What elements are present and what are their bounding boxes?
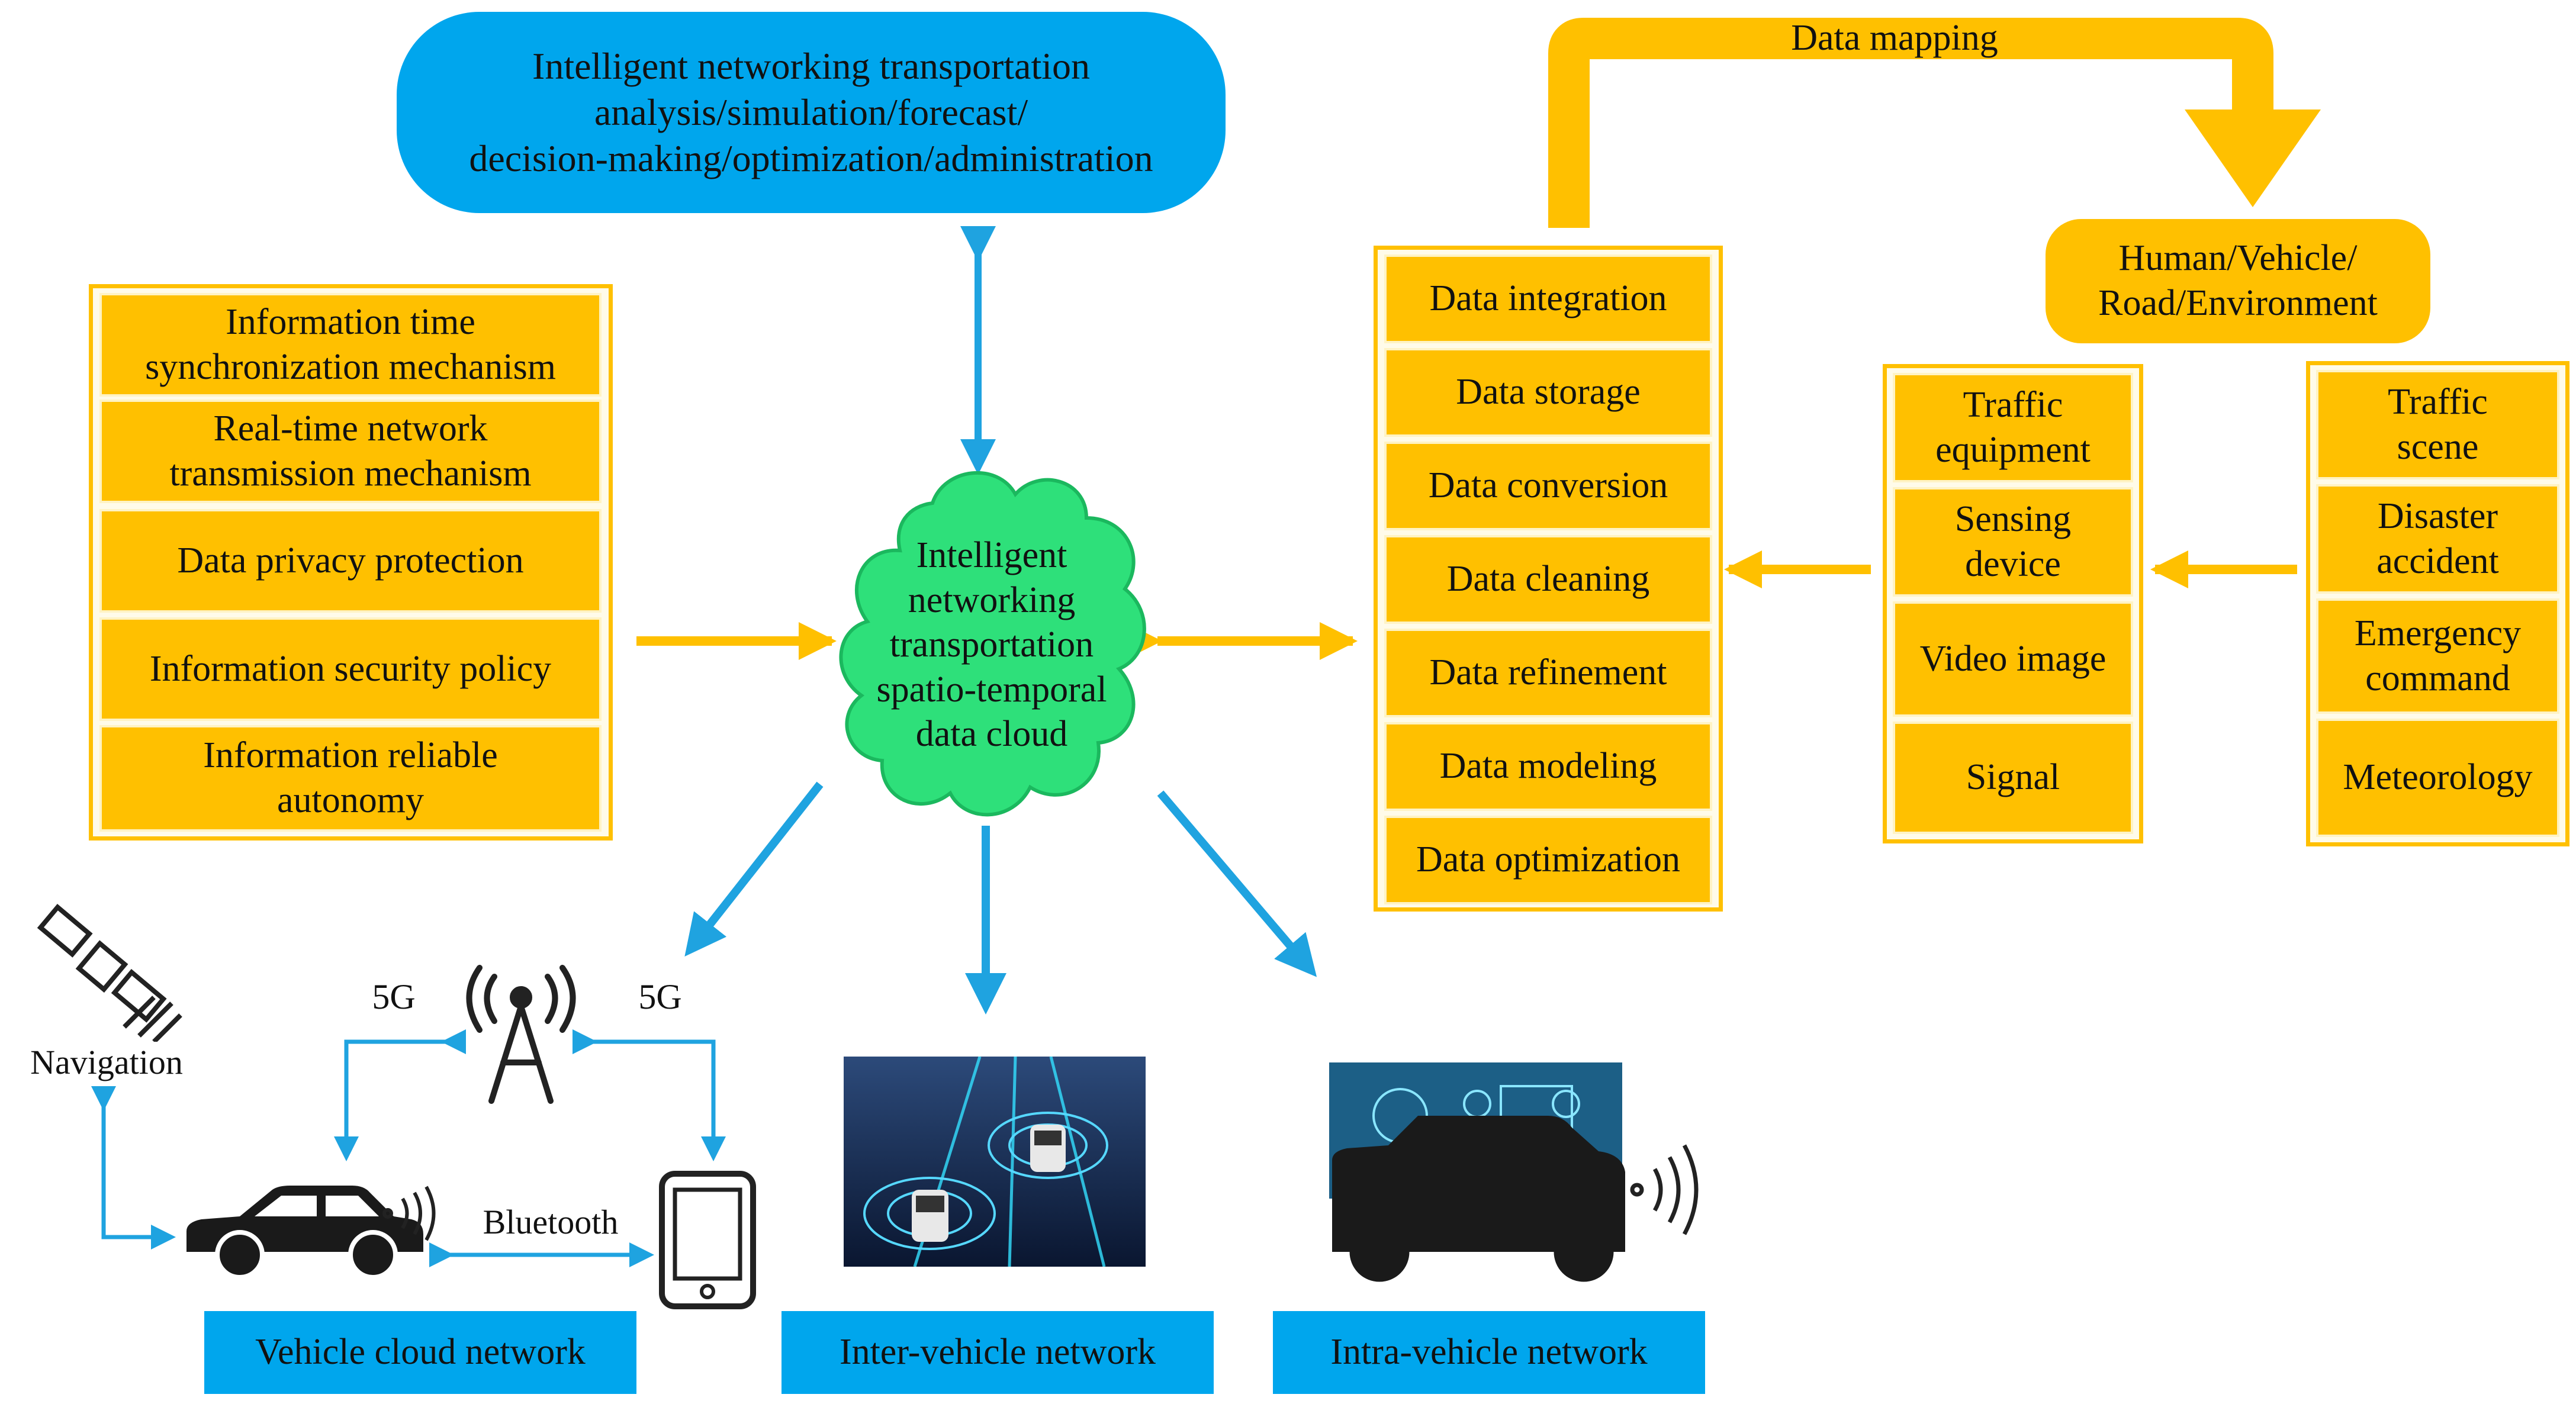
source-item: Traffic equipment (1893, 373, 2133, 482)
inter-vehicle-network-label: Inter-vehicle network (782, 1311, 1214, 1394)
mechanism-item: Information reliable autonomy (99, 725, 602, 832)
smartphone-icon (659, 1171, 756, 1309)
tower-phone-link (573, 1029, 726, 1161)
mechanism-item: Information time synchronization mechani… (99, 293, 602, 397)
intra-vehicle-picture (1329, 1062, 1699, 1287)
mechanism-item: Data privacy protection (99, 509, 602, 613)
scene-item: Meteorology (2316, 719, 2559, 837)
bluetooth-label: Bluetooth (483, 1202, 619, 1241)
mechanism-item: Information security policy (99, 617, 602, 721)
source-item: Sensing device (1893, 487, 2133, 597)
data-mapping-arrowhead (2185, 110, 2321, 207)
tower-car-link (334, 1029, 466, 1161)
data-mapping-arrow (1548, 18, 2273, 228)
navigation-car-link (91, 1086, 176, 1250)
top-banner: Intelligent networking transportation an… (397, 12, 1226, 213)
data-process-item: Data storage (1384, 348, 1712, 437)
data-cloud (839, 471, 1146, 817)
data-process-item: Data optimization (1384, 816, 1712, 904)
cloud-text: Intelligent networking transportation sp… (876, 534, 1107, 755)
data-process-item: Data conversion (1384, 442, 1712, 530)
data-process-item: Data integration (1384, 255, 1712, 343)
inter-vehicle-picture (844, 1057, 1146, 1267)
fiveg-right-label: 5G (638, 977, 682, 1017)
source-item: Signal (1893, 722, 2133, 834)
scene-item: Disaster accident (2316, 484, 2559, 594)
cloud-to-vehicle-cloud-arrow (684, 781, 824, 957)
scene-item: Traffic scene (2316, 370, 2559, 479)
car-icon (186, 1186, 436, 1280)
satellite-icon (37, 904, 182, 1042)
intra-vehicle-network-label: Intra-vehicle network (1273, 1311, 1705, 1394)
top-banner-text: Intelligent networking transportation an… (469, 44, 1153, 180)
cell-tower-icon (466, 965, 576, 1104)
data-process-item: Data cleaning (1384, 535, 1712, 624)
data-mapping-label: Data mapping (1791, 18, 1998, 59)
mechanism-item: Real-time network transmission mechanism (99, 400, 602, 503)
data-process-item: Data modeling (1384, 722, 1712, 811)
vehicle-cloud-network-label: Vehicle cloud network (204, 1311, 636, 1394)
data-process-item: Data refinement (1384, 629, 1712, 717)
navigation-label: Navigation (30, 1042, 183, 1081)
cloud-to-intra-vehicle-arrow (1157, 790, 1317, 977)
cloud-shape (839, 471, 1146, 817)
source-item: Video image (1893, 601, 2133, 717)
scene-item: Emergency command (2316, 598, 2559, 714)
hvre-box: Human/Vehicle/ Road/Environment (2046, 219, 2430, 343)
fiveg-left-label: 5G (372, 977, 416, 1017)
